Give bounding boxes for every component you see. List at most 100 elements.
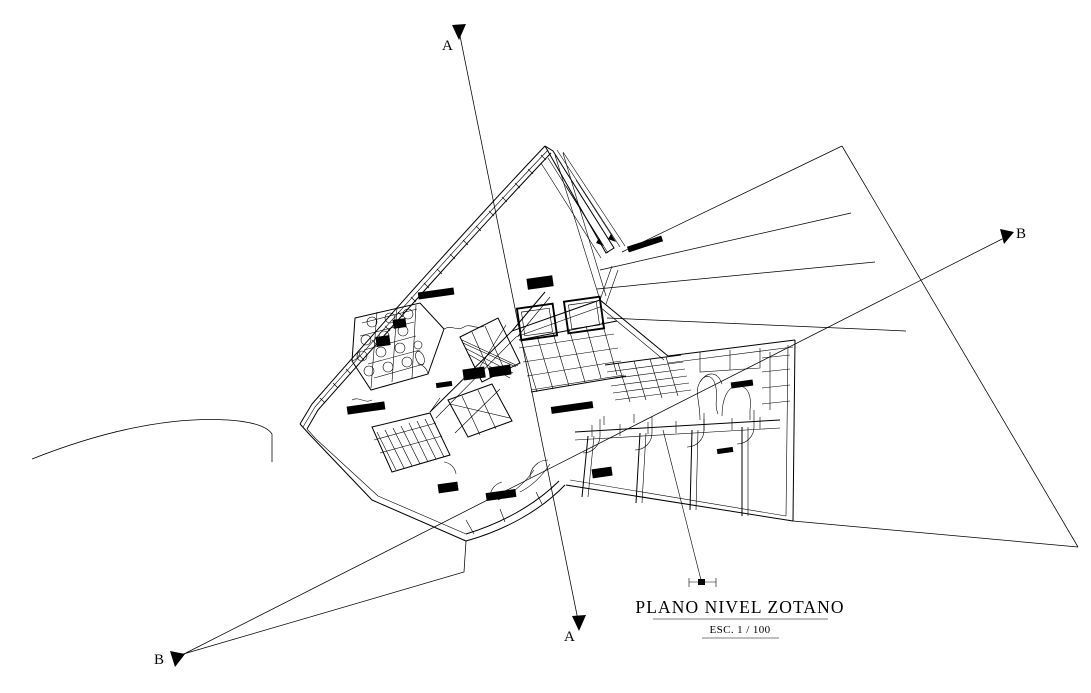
wall-zigzag-detail-2 bbox=[351, 398, 373, 402]
room-divider bbox=[689, 429, 693, 511]
east-dimension-stack bbox=[761, 352, 791, 410]
section-marker-a-top: A bbox=[442, 24, 466, 54]
corridor-north-line-4 bbox=[540, 162, 602, 259]
wing-wall-south bbox=[565, 484, 794, 522]
module-square-group bbox=[515, 295, 606, 342]
stair-ramp-group bbox=[604, 354, 692, 403]
label-bar bbox=[485, 488, 517, 502]
door-swing-arc bbox=[634, 432, 653, 451]
solid-label-bars-group bbox=[346, 235, 754, 502]
door-swing-arc bbox=[736, 426, 755, 445]
facade-hatch-ticks bbox=[319, 154, 547, 404]
fixture-icon bbox=[415, 350, 425, 366]
section-label-a-bottom: A bbox=[564, 629, 575, 645]
bathroom-partition-4 bbox=[367, 349, 421, 365]
stair-break-x bbox=[449, 403, 511, 419]
label-bar bbox=[392, 318, 407, 329]
bathroom-block-group bbox=[351, 302, 445, 391]
fixture-icon bbox=[366, 316, 378, 328]
site-line-north-east bbox=[621, 145, 843, 253]
building-group bbox=[299, 145, 796, 542]
bathroom-outer-wall bbox=[351, 302, 445, 391]
label-bar bbox=[437, 481, 459, 494]
right-wing-group bbox=[565, 339, 796, 522]
bathroom-partition-1 bbox=[361, 308, 418, 324]
facade-south-curve-inner bbox=[465, 480, 560, 535]
corridor-dimension-arrows bbox=[565, 179, 616, 246]
terrain-contour-line bbox=[31, 419, 273, 460]
label-bar bbox=[346, 401, 386, 415]
label-bar bbox=[375, 335, 391, 347]
module-square-2 bbox=[562, 295, 606, 335]
label-bar bbox=[526, 275, 554, 290]
wall-southwest-inner bbox=[377, 495, 467, 535]
label-bar bbox=[417, 287, 455, 300]
wall-central-mass bbox=[429, 299, 669, 413]
label-bar bbox=[730, 379, 754, 389]
door-swing-arc bbox=[686, 429, 705, 448]
fixture-icon bbox=[360, 334, 372, 346]
stair-main-outline bbox=[459, 317, 521, 383]
section-arrowhead bbox=[1000, 229, 1014, 244]
module-square-1-inner bbox=[521, 307, 553, 337]
bathroom-partition-5 bbox=[373, 363, 425, 379]
label-bar bbox=[462, 366, 486, 381]
dimension-tick-block bbox=[698, 579, 705, 585]
label-bar bbox=[435, 380, 453, 389]
facade-northwest-outer bbox=[299, 145, 546, 425]
bathroom-vertical-3 bbox=[411, 304, 417, 379]
wall-west-lower bbox=[299, 423, 373, 501]
wall-west-lower-inner bbox=[306, 428, 379, 497]
fixture-icon bbox=[394, 342, 406, 354]
label-bar bbox=[591, 466, 613, 479]
site-ray-1 bbox=[599, 212, 852, 271]
fixture-icon bbox=[363, 365, 375, 377]
door-swing-arc bbox=[529, 459, 549, 479]
stair-break-x bbox=[454, 388, 501, 434]
site-line-east-long bbox=[841, 145, 1079, 548]
section-markers-group: A A B B bbox=[154, 24, 1026, 668]
stair-main-lower-group bbox=[447, 383, 513, 438]
corridor-north-outer bbox=[544, 145, 615, 254]
corridor-dimension-ticks bbox=[591, 414, 761, 437]
wall-zigzag-detail bbox=[443, 325, 485, 330]
fixture-icon bbox=[413, 340, 423, 350]
label-bar bbox=[550, 401, 594, 414]
fixture-icon bbox=[402, 308, 414, 320]
wall-southwest bbox=[371, 499, 467, 542]
corridor-north-line-1 bbox=[556, 149, 621, 248]
door-swing-arc bbox=[443, 461, 457, 475]
door-swing-arc bbox=[582, 435, 601, 454]
wing-corridor-line bbox=[574, 419, 781, 433]
stair-secondary-outline bbox=[371, 412, 451, 473]
fixture-icon bbox=[356, 350, 368, 362]
stair-main-lower-outline bbox=[447, 383, 513, 438]
section-label-a-top: A bbox=[442, 38, 453, 54]
niche-outline bbox=[697, 376, 719, 421]
section-marker-b-left: B bbox=[154, 651, 185, 668]
corridor-north-line-2 bbox=[562, 151, 626, 247]
plumbing-fixtures-group bbox=[356, 308, 425, 377]
label-bar bbox=[488, 364, 512, 378]
section-arrowhead bbox=[572, 615, 586, 631]
center-upper-walls bbox=[429, 152, 619, 413]
label-bar bbox=[716, 446, 734, 455]
section-label-b-right: B bbox=[1016, 226, 1026, 242]
niche-outline bbox=[721, 385, 751, 420]
wing-wall-north bbox=[667, 339, 796, 357]
door-swing-arc bbox=[351, 351, 361, 362]
section-marker-a-bottom: A bbox=[564, 615, 586, 645]
fixture-icon bbox=[384, 312, 396, 324]
fixture-icon bbox=[401, 356, 413, 368]
ramp-grid-group bbox=[518, 320, 627, 393]
section-arrowhead bbox=[170, 651, 185, 667]
fixture-icon bbox=[375, 346, 387, 358]
wing-wall-east bbox=[792, 339, 796, 522]
site-boundary-group bbox=[31, 145, 1079, 656]
section-arrowhead bbox=[452, 24, 466, 40]
door-swing-arc bbox=[417, 363, 429, 375]
site-ray-2 bbox=[596, 261, 876, 290]
plan-title: PLANO NIVEL ZOTANO bbox=[635, 597, 844, 617]
